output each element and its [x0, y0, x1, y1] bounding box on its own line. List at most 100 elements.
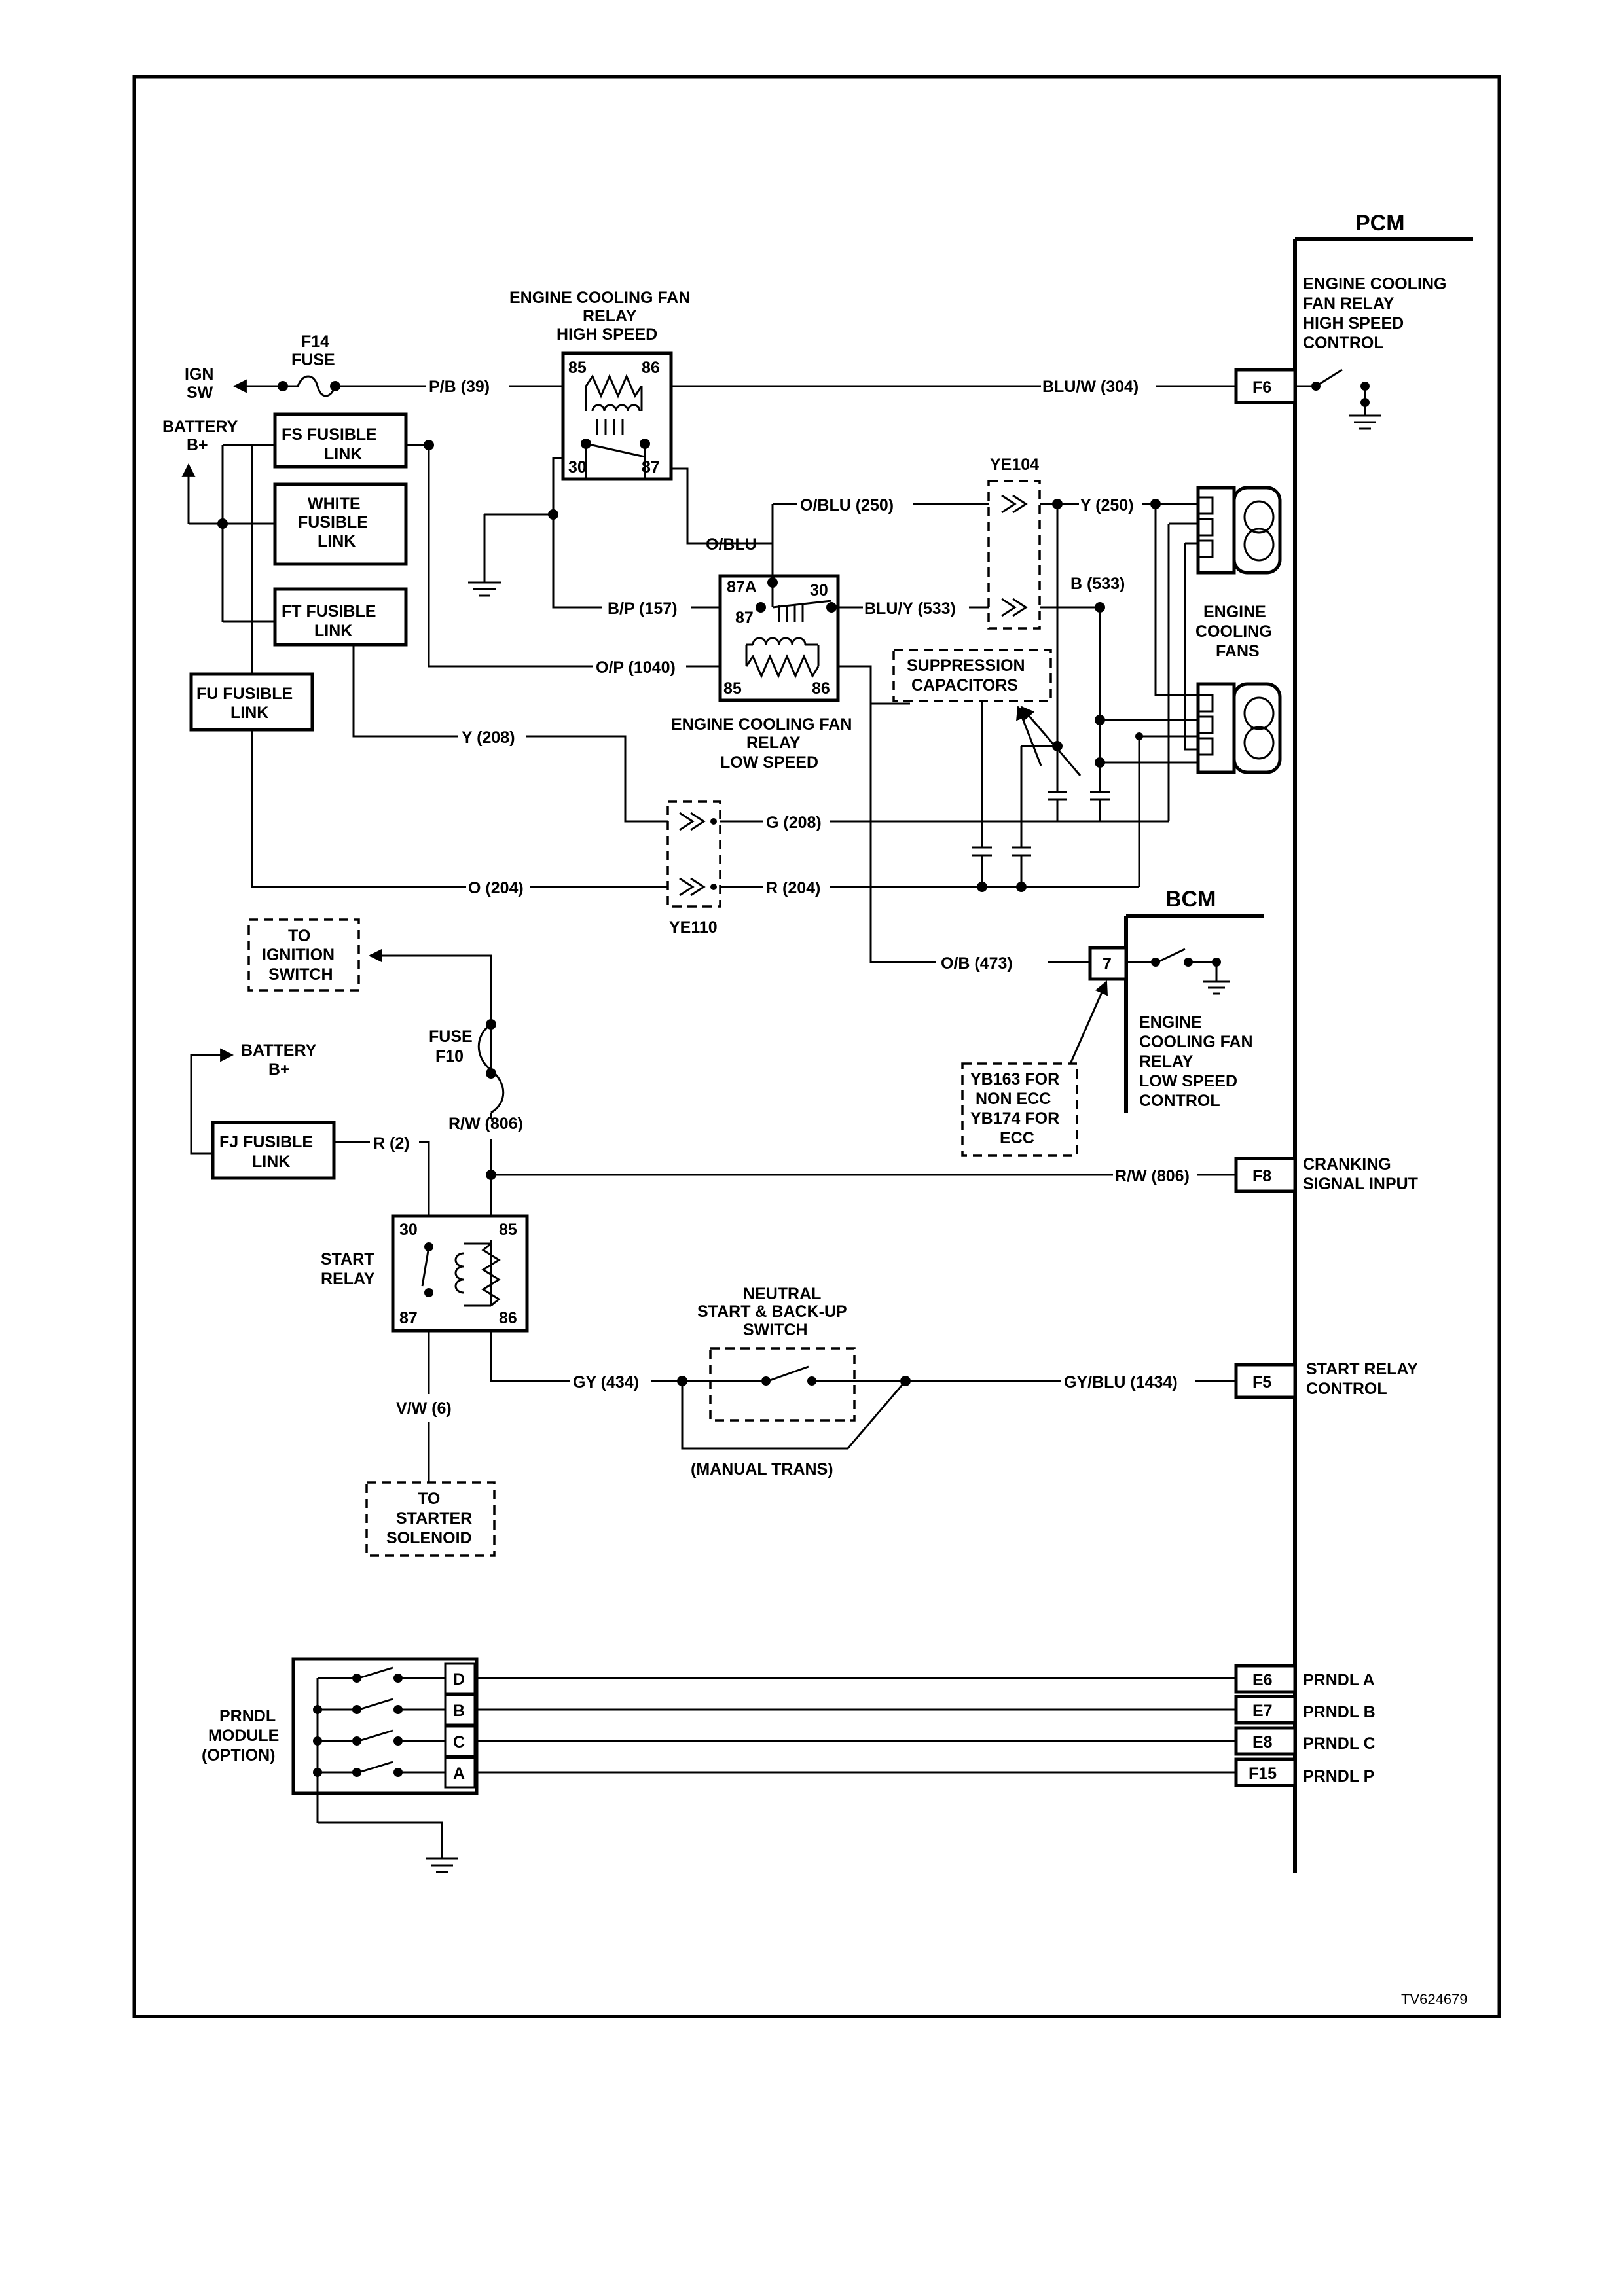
suppression-capacitors: SUPPRESSION CAPACITORS [892, 504, 1110, 892]
svg-text:YB163 FOR: YB163 FOR [970, 1070, 1059, 1088]
wire-oblu250: O/BLU (250) [800, 496, 894, 514]
wire-b533: B (533) [1070, 575, 1125, 593]
svg-text:NON ECC: NON ECC [976, 1090, 1051, 1108]
svg-text:CAPACITORS: CAPACITORS [911, 676, 1018, 694]
svg-text:D: D [453, 1670, 465, 1689]
wire-bluy533: BLU/Y (533) [864, 600, 956, 618]
svg-text:MODULE: MODULE [208, 1727, 279, 1745]
yb-connector-note: YB163 FOR NON ECC YB174 FOR ECC [961, 980, 1108, 1157]
svg-text:LINK: LINK [252, 1153, 290, 1171]
pcm-pin-f6 [1234, 368, 1297, 404]
svg-text:START & BACK-UP: START & BACK-UP [697, 1302, 847, 1321]
high-speed-relay: ENGINE COOLING FAN RELAY HIGH SPEED 85 8… [509, 289, 690, 481]
wire-bp157: B/P (157) [608, 600, 678, 618]
svg-text:87: 87 [399, 1309, 418, 1327]
svg-text:(OPTION): (OPTION) [202, 1746, 276, 1765]
svg-text:85: 85 [499, 1221, 517, 1239]
svg-text:YB174 FOR: YB174 FOR [970, 1109, 1059, 1128]
engine-cooling-fans: ENGINE COOLING FANS [1195, 486, 1282, 774]
start-relay: 30 85 87 86 START RELAY [321, 1214, 529, 1333]
svg-text:86: 86 [499, 1309, 517, 1327]
svg-text:RELAY: RELAY [746, 734, 801, 752]
svg-text:START RELAY: START RELAY [1306, 1360, 1418, 1378]
wire-rw806b: R/W (806) [1115, 1167, 1190, 1185]
page-frame [132, 75, 1501, 2018]
svg-text:PRNDL P: PRNDL P [1303, 1767, 1374, 1785]
svg-text:PRNDL B: PRNDL B [1303, 1703, 1376, 1721]
to-ignition-switch: TO IGNITION SWITCH [247, 918, 360, 992]
svg-text:F8: F8 [1252, 1167, 1271, 1185]
wire-g208: G (208) [766, 814, 822, 832]
svg-text:F5: F5 [1252, 1373, 1271, 1391]
svg-text:SIGNAL INPUT: SIGNAL INPUT [1303, 1175, 1418, 1193]
svg-text:LOW SPEED: LOW SPEED [1139, 1072, 1237, 1090]
drawing-id: TV624679 [1401, 1991, 1468, 2007]
pcm-pin-f15 [1234, 1757, 1297, 1787]
svg-text:LINK: LINK [314, 622, 352, 640]
svg-text:FANS: FANS [1216, 642, 1260, 660]
svg-text:7: 7 [1103, 955, 1112, 973]
svg-text:FUSIBLE: FUSIBLE [298, 513, 368, 531]
svg-text:SUPPRESSION: SUPPRESSION [907, 656, 1025, 675]
svg-text:F15: F15 [1249, 1765, 1277, 1783]
svg-text:SWITCH: SWITCH [743, 1321, 808, 1339]
svg-text:ECC: ECC [1000, 1129, 1034, 1147]
low-speed-relay: 87A 30 87 85 86 ENGINE COOLING FAN RELAY… [671, 574, 852, 772]
pcm-title: PCM [1355, 211, 1405, 236]
ground-icon [468, 581, 501, 597]
wire-rw806: R/W (806) [448, 1115, 523, 1133]
ye110-label: YE110 [669, 918, 718, 937]
high-relay-title-2: RELAY [583, 307, 637, 325]
svg-text:E7: E7 [1252, 1702, 1273, 1720]
battery-fj: BATTERY B+ FJ FUSIBLE LINK R (2) [190, 1041, 430, 1216]
svg-text:NEUTRAL: NEUTRAL [743, 1285, 821, 1303]
high-relay-title-1: ENGINE COOLING FAN [509, 289, 690, 307]
pcm-pin-e7 [1234, 1695, 1297, 1725]
svg-text:WHITE: WHITE [308, 495, 361, 513]
wire-r204: R (204) [766, 879, 820, 897]
svg-text:IGNITION: IGNITION [262, 946, 335, 964]
wire-oblu: O/BLU [706, 535, 757, 554]
svg-text:ENGINE: ENGINE [1139, 1013, 1202, 1031]
fuse-label: FUSE [291, 351, 335, 369]
svg-text:(MANUAL TRANS): (MANUAL TRANS) [691, 1460, 833, 1479]
svg-text:CRANKING: CRANKING [1303, 1155, 1391, 1174]
wire-pb39: P/B (39) [429, 378, 490, 396]
svg-text:30: 30 [568, 458, 587, 476]
neutral-start-switch: NEUTRAL START & BACK-UP SWITCH (MANUAL T… [681, 1285, 907, 1479]
wire-y208: Y (208) [462, 728, 515, 747]
svg-text:FU FUSIBLE: FU FUSIBLE [196, 685, 293, 703]
svg-text:B: B [453, 1702, 465, 1720]
svg-text:SWITCH: SWITCH [268, 965, 333, 984]
svg-text:TO: TO [288, 927, 310, 945]
svg-text:TO: TO [418, 1490, 440, 1508]
pcm-pin-e8 [1234, 1726, 1297, 1756]
wire-ob473: O/B (473) [941, 954, 1013, 973]
wire-gyblu1434: GY/BLU (1434) [1064, 1373, 1178, 1391]
svg-text:PRNDL C: PRNDL C [1303, 1734, 1376, 1753]
pcm-pin-e6 [1234, 1664, 1297, 1694]
pcm-module: PCM [1293, 211, 1473, 1873]
bcm-title: BCM [1165, 887, 1216, 912]
svg-text:LINK: LINK [230, 704, 268, 722]
ign-sw-label-2: SW [187, 384, 213, 402]
f14-label: F14 [301, 332, 329, 351]
ye110-connector: YE110 [666, 800, 721, 937]
svg-text:PRNDL A: PRNDL A [1303, 1671, 1375, 1689]
battery-fusible-section: BATTERY B+ FS FUSIBLE LINK WHITE FUSIBLE… [162, 412, 408, 732]
svg-text:SOLENOID: SOLENOID [386, 1529, 472, 1547]
ign-fuse-section: IGN SW F14 FUSE P/B (39) [185, 332, 563, 402]
svg-text:87: 87 [735, 609, 754, 627]
ye104-connector: YE104 [987, 456, 1041, 630]
fs-link-label-2: LINK [324, 445, 362, 463]
svg-text:LOW SPEED: LOW SPEED [720, 753, 818, 772]
svg-text:COOLING FAN: COOLING FAN [1139, 1033, 1253, 1051]
svg-text:FAN RELAY: FAN RELAY [1303, 295, 1395, 313]
ign-sw-label-1: IGN [185, 365, 213, 384]
svg-text:85: 85 [723, 679, 742, 698]
svg-text:COOLING: COOLING [1195, 622, 1272, 641]
svg-text:30: 30 [810, 581, 828, 600]
svg-text:CONTROL: CONTROL [1303, 334, 1384, 352]
svg-text:A: A [453, 1765, 465, 1783]
pcm-pin-f8 [1234, 1157, 1297, 1193]
